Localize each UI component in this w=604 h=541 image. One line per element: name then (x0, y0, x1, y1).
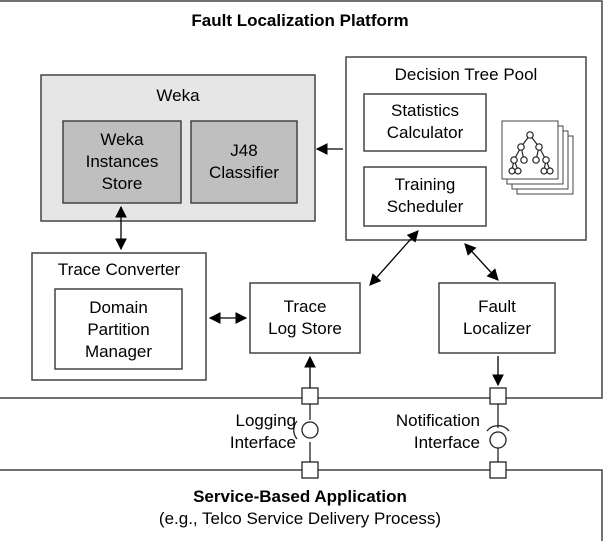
platform-title: Fault Localization Platform (191, 11, 409, 30)
decision-tree-pool-title: Decision Tree Pool (394, 65, 538, 84)
fault-localizer-label: Fault Localizer (462, 297, 532, 338)
trace-log-store-box (249, 282, 361, 354)
trace-converter-title: Trace Converter (57, 260, 181, 279)
application-subtitle: (e.g., Telco Service Delivery Process) (158, 509, 442, 528)
arrow-pool-faultlocalizer (464, 243, 499, 281)
notification-interface-label: Notification Interface (395, 411, 480, 452)
weka-title: Weka (156, 86, 200, 105)
fault-localizer-box (438, 282, 556, 354)
trace-log-store-label: Trace Log Store (268, 297, 342, 338)
weka-instances-store-label: Weka Instances Store (85, 130, 159, 193)
notification-interface-connector (486, 356, 510, 479)
logging-interface-label: Logging Interface (229, 411, 296, 452)
weka-instances-store-box (62, 120, 182, 204)
decision-tree-stack-icon (501, 120, 574, 195)
j48-classifier-box (190, 120, 298, 204)
training-scheduler-box (363, 166, 487, 227)
statistics-calculator-box (363, 93, 487, 152)
domain-partition-manager-box (54, 288, 183, 370)
statistics-calculator-label: Statistics Calculator (386, 101, 464, 142)
training-scheduler-label: Training Scheduler (386, 175, 464, 216)
application-title: Service-Based Application (193, 487, 407, 506)
application-boundary (0, 469, 603, 541)
platform-boundary (0, 0, 603, 399)
logging-interface-connector (293, 355, 319, 479)
j48-classifier-label: J48 Classifier (209, 141, 279, 182)
domain-partition-manager-label: Domain Partition Manager (84, 298, 153, 361)
arrow-scheduler-logstore (369, 230, 419, 286)
